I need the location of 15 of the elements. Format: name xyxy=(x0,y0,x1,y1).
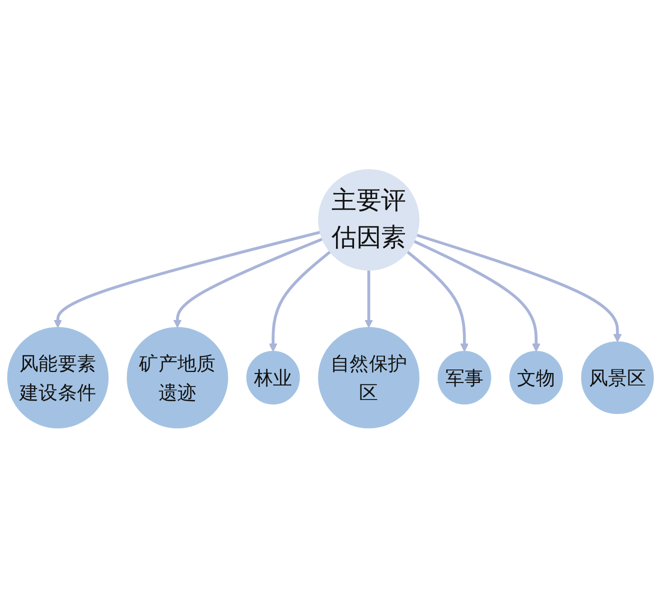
node-circle: 军事 xyxy=(438,351,492,405)
arrow xyxy=(54,231,320,328)
node-circle: 风能要素建设条件 xyxy=(7,327,109,429)
node-circle: 主要评估因素 xyxy=(318,169,420,271)
arrow xyxy=(406,250,469,352)
node-circle: 林业 xyxy=(246,351,300,405)
node-circle: 自然保护区 xyxy=(318,327,420,429)
node-circle: 风景区 xyxy=(581,342,654,414)
arrow xyxy=(364,270,373,328)
arrow xyxy=(416,234,622,342)
arrow xyxy=(268,250,331,352)
arrow xyxy=(173,238,323,328)
node-circle: 文物 xyxy=(509,351,563,405)
arrow xyxy=(414,240,540,352)
node-circle: 矿产地质遗迹 xyxy=(126,327,228,429)
